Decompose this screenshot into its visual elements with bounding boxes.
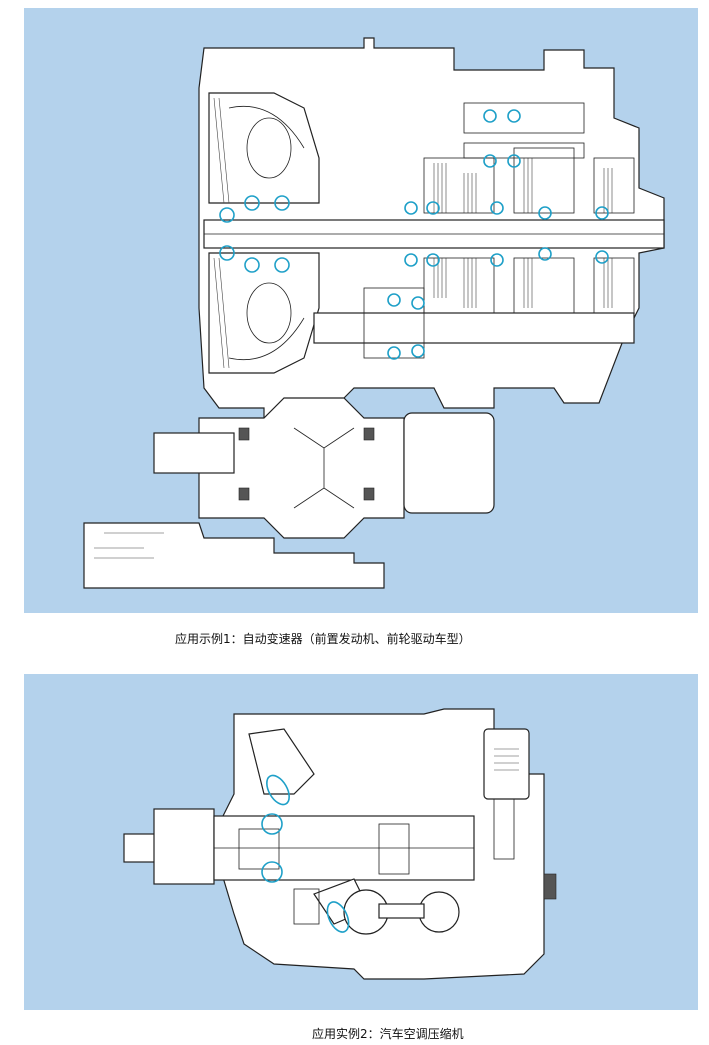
ac-compressor-drawing: [123, 708, 557, 980]
compressor-diagram-panel: [24, 674, 698, 1010]
transmission-diagram-panel: [24, 8, 698, 613]
figure-caption-1: 应用示例1：自动变速器（前置发动机、前轮驱动车型）: [175, 632, 471, 646]
figure-caption-2: 应用实例2：汽车空调压缩机: [312, 1027, 464, 1041]
automatic-transmission-drawing: [83, 37, 665, 589]
